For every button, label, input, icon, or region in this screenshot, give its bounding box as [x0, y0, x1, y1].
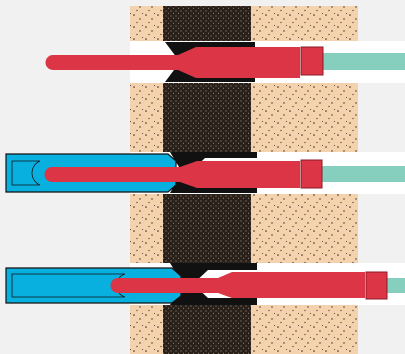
drill-rod: [45, 47, 301, 78]
rod-collar: [365, 271, 388, 300]
teal-pipe: [386, 278, 405, 293]
rod-collar: [300, 159, 323, 189]
stage-3: [5, 263, 405, 305]
teal-pipe: [322, 53, 405, 70]
stage-1: [45, 41, 405, 83]
teal-pipe: [321, 166, 405, 182]
stage-2: [5, 152, 405, 194]
rod-collar: [300, 46, 324, 76]
drill-rod: [110, 272, 366, 298]
blue-pipe: [5, 267, 182, 304]
fracture-wedge: [170, 263, 257, 305]
drill-rod: [44, 161, 301, 188]
blue-pipe-inner: [11, 160, 41, 186]
